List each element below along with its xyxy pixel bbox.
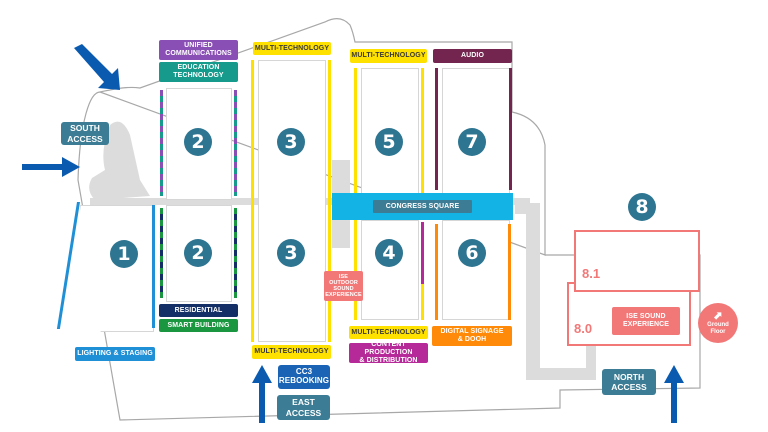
hall-6-area[interactable] <box>442 220 510 320</box>
hall-4-area[interactable] <box>361 220 419 320</box>
zone-label-education-technology[interactable]: EDUCATION TECHNOLOGY <box>159 62 238 82</box>
zone-bar-lighting <box>152 205 155 328</box>
zone-bar-uc-edu <box>160 90 163 196</box>
hall-number-badge[interactable]: 3 <box>277 128 305 156</box>
south-plaza <box>89 121 150 200</box>
zone-label-multi-technology-hall3-top[interactable]: MULTI-TECHNOLOGY <box>253 42 331 55</box>
south-access-label[interactable]: SOUTH ACCESS <box>61 122 109 145</box>
hall-number-badge[interactable]: 7 <box>458 128 486 156</box>
zone-label-audio[interactable]: AUDIO <box>433 49 512 63</box>
north-walkway <box>515 203 596 380</box>
zone-bar-multitech <box>421 68 424 194</box>
zone-label-multi-technology-hall4[interactable]: MULTI-TECHNOLOGY <box>349 326 428 339</box>
zone-bar-content <box>421 222 424 284</box>
hall-number-badge[interactable]: 6 <box>458 239 486 267</box>
hall-8-ground-level-label: 8.0 <box>574 321 593 336</box>
zone-label-lighting-staging[interactable]: LIGHTING & STAGING <box>75 347 155 361</box>
hall-8-upper-level[interactable] <box>574 230 700 292</box>
hall-number-badge[interactable]: 4 <box>375 239 403 267</box>
hall-number-badge[interactable]: 8 <box>628 193 656 221</box>
zone-bar-signage <box>435 224 438 320</box>
hall-number-badge[interactable]: 1 <box>110 240 138 268</box>
zone-bar-residential-smart <box>160 208 163 298</box>
zone-label-multi-technology-hall5[interactable]: MULTI-TECHNOLOGY <box>350 49 427 63</box>
escalator-icon: ⬈ <box>713 309 723 322</box>
north-access-label[interactable]: NORTH ACCESS <box>602 369 656 395</box>
zone-label-cc3-rebooking[interactable]: CC3 REBOOKING <box>278 365 330 389</box>
hall-number-badge[interactable]: 2 <box>184 128 212 156</box>
building-outline <box>77 18 701 421</box>
ground-floor-text: Ground Floor <box>707 321 729 335</box>
zone-label-multi-technology-hall3-bottom[interactable]: MULTI-TECHNOLOGY <box>252 345 331 359</box>
zone-label-ise-outdoor-sound[interactable]: ISE OUTDOOR SOUND EXPERIENCE <box>324 271 363 301</box>
congress-square-label: CONGRESS SQUARE <box>373 200 472 213</box>
zone-bar-signage <box>508 224 511 320</box>
hall-3-area[interactable] <box>258 60 326 342</box>
zone-label-digital-signage[interactable]: DIGITAL SIGNAGE & DOOH <box>432 326 512 346</box>
zone-label-unified-communications[interactable]: UNIFIED COMMUNICATIONS <box>159 40 238 60</box>
ground-floor-badge[interactable]: ⬈ Ground Floor <box>698 303 738 343</box>
zone-bar-audio <box>435 68 438 190</box>
hall-number-badge[interactable]: 2 <box>184 239 212 267</box>
zone-bar-uc-edu <box>234 90 237 196</box>
east-access-label[interactable]: EAST ACCESS <box>277 395 330 420</box>
zone-label-smart-building[interactable]: SMART BUILDING <box>159 319 238 332</box>
zone-bar-multitech <box>421 284 424 320</box>
zone-bar-multitech <box>328 60 331 342</box>
zone-bar-residential-smart <box>234 208 237 298</box>
arrow-icon <box>22 44 684 423</box>
zone-label-content-production[interactable]: CONTENT PRODUCTION & DISTRIBUTION <box>349 341 428 364</box>
zone-bar-audio <box>509 68 512 190</box>
hall-number-badge[interactable]: 3 <box>277 239 305 267</box>
zone-label-residential[interactable]: RESIDENTIAL <box>159 304 238 317</box>
hall-8-upper-level-label: 8.1 <box>582 266 601 281</box>
zone-bar-multitech <box>251 60 254 342</box>
hall-number-badge[interactable]: 5 <box>375 128 403 156</box>
ise-sound-experience-label[interactable]: ISE SOUND EXPERIENCE <box>612 307 680 335</box>
